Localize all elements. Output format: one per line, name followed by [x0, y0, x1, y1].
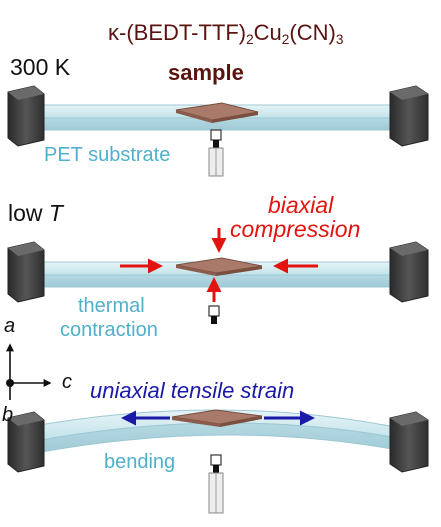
compression-label: compression [230, 216, 361, 242]
formula-sub-1: 2 [246, 31, 254, 47]
temperature-sensor [208, 454, 224, 514]
low-t-prefix: low [8, 200, 49, 226]
panel-300k [7, 85, 429, 177]
formula-sub-3: 3 [335, 31, 344, 47]
axis-a-label: a [4, 315, 16, 337]
compound-formula: κ-(BEDT-TTF)2Cu2(CN)3 [108, 20, 344, 47]
right-clamp [389, 85, 429, 147]
sample-label: sample [168, 60, 244, 85]
bending-label: bending [104, 451, 176, 473]
panel-bending [7, 409, 429, 514]
formula-suffix: (CN) [289, 20, 336, 45]
temperature-sensor [208, 305, 220, 324]
panel-low-t [7, 228, 429, 324]
contraction-label: contraction [60, 319, 158, 341]
left-clamp [7, 411, 45, 473]
left-clamp [7, 85, 45, 147]
thermal-label: thermal [78, 295, 145, 317]
formula-mid: Cu [253, 20, 282, 45]
biaxial-label: biaxial [268, 192, 334, 218]
temperature-sensor [208, 129, 224, 177]
formula-sub-2: 2 [281, 31, 290, 47]
right-clamp [389, 411, 429, 473]
low-t-symbol: T [48, 200, 63, 226]
temp-label-low-t: low T [8, 202, 63, 225]
right-clamp [389, 241, 429, 303]
axis-b-label: b [2, 404, 14, 426]
pet-substrate-label: PET substrate [44, 144, 171, 166]
left-clamp [7, 241, 45, 303]
pet-substrate-front-face [35, 274, 415, 288]
axis-origin [6, 379, 14, 387]
temp-label-300k: 300 K [10, 54, 71, 80]
formula-prefix: κ-(BEDT-TTF) [108, 20, 247, 45]
crystal-axes [6, 343, 52, 400]
axis-c-label: c [62, 371, 72, 393]
uniaxial-tensile-label: uniaxial tensile strain [90, 378, 295, 403]
